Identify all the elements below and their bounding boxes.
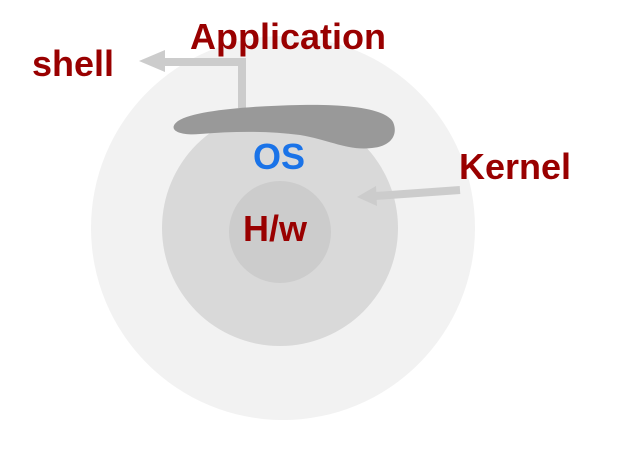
kernel-label: Kernel	[459, 146, 571, 187]
shell-arrowhead	[139, 50, 165, 72]
hardware-core-circle	[229, 181, 331, 283]
os-label: OS	[253, 136, 305, 177]
shell-band	[173, 104, 395, 149]
kernel-arrow-line	[374, 186, 461, 200]
kernel-arrowhead	[357, 186, 377, 206]
hardware-label: H/w	[243, 208, 308, 249]
shell-label: shell	[32, 43, 114, 84]
shell-connector-line	[160, 58, 246, 108]
application-label: Application	[190, 16, 386, 57]
